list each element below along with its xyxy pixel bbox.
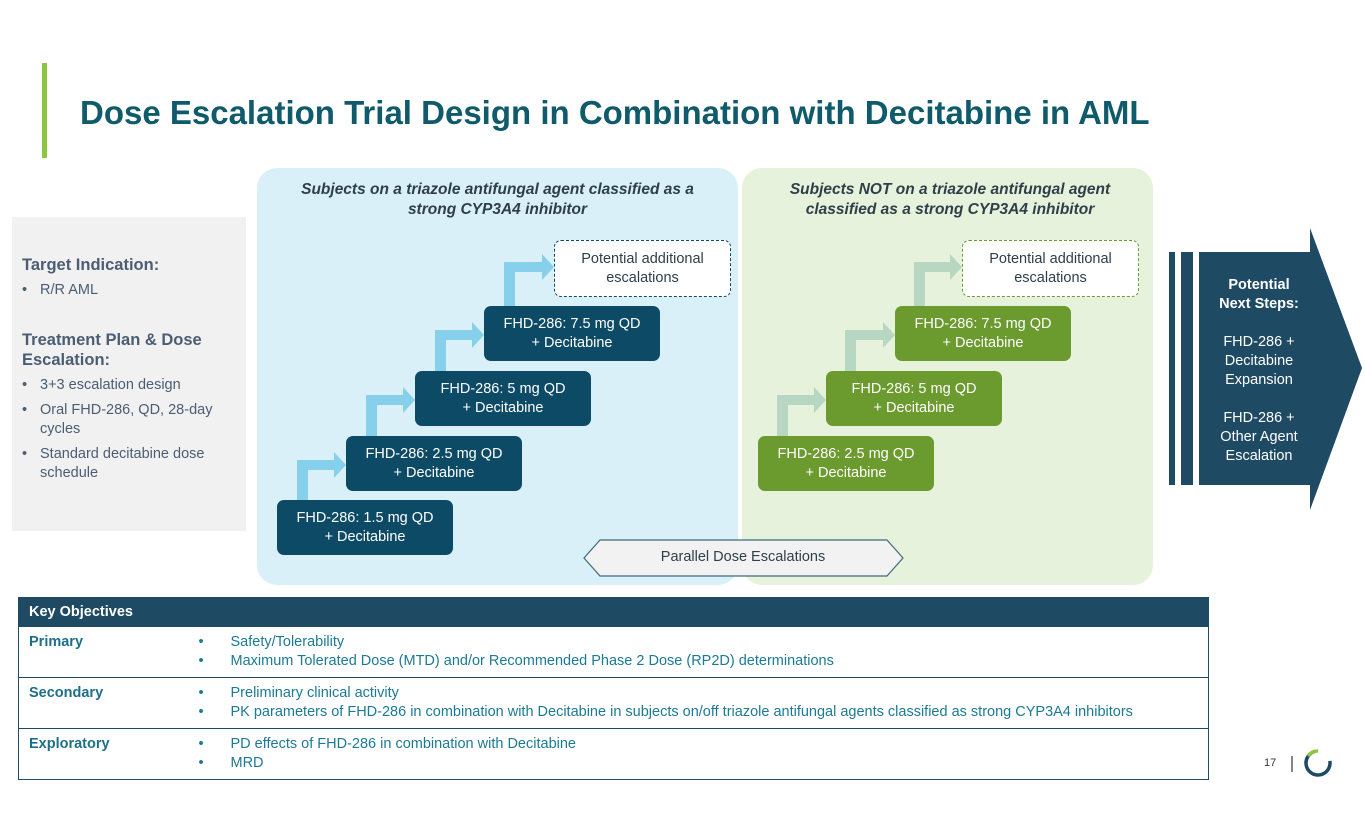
next-steps-heading: Potential xyxy=(1228,277,1290,293)
step-line: escalations xyxy=(1014,269,1087,286)
step-arrow xyxy=(504,254,554,306)
objectives-table: Key Objectives Primary Safety/Tolerabili… xyxy=(18,597,1209,780)
logo-ring xyxy=(1304,749,1332,777)
next-steps-heading: Next Steps: xyxy=(1219,296,1299,312)
step-arrow xyxy=(297,452,346,500)
step-line: FHD-286: 2.5 mg QD xyxy=(777,445,915,462)
step-line: FHD-286: 5 mg QD xyxy=(440,380,566,397)
step-arrow xyxy=(914,254,962,306)
objective-item: Preliminary clinical activity xyxy=(169,684,1199,703)
step-line: escalations xyxy=(606,269,679,286)
left-panel-heading: Subjects on a triazole antifungal agent … xyxy=(301,181,694,218)
objective-item: PD effects of FHD-286 in combination wit… xyxy=(169,735,1199,754)
dose-step-box: FHD-286: 5 mg QD + Decitabine xyxy=(826,371,1002,426)
table-row: Secondary Preliminary clinical activityP… xyxy=(18,677,1209,729)
divider-bar xyxy=(1181,252,1193,485)
objective-item: Maximum Tolerated Dose (MTD) and/or Reco… xyxy=(169,652,1199,671)
step-line: + Decitabine xyxy=(805,464,887,481)
sidebar-panel: Target Indication: R/R AML Treatment Pla… xyxy=(12,217,246,531)
next-step-line: Other Agent xyxy=(1220,429,1298,445)
objective-item: PK parameters of FHD-286 in combination … xyxy=(169,703,1199,722)
row-label: Secondary xyxy=(18,677,159,729)
target-heading: Target Indication: xyxy=(22,256,160,274)
step-line: FHD-286: 5 mg QD xyxy=(851,380,977,397)
dose-step-box: FHD-286: 5 mg QD + Decitabine xyxy=(415,371,591,426)
step-line: + Decitabine xyxy=(324,528,406,545)
target-item: R/R AML xyxy=(22,281,234,300)
plan-heading: Treatment Plan & Dose Escalation: xyxy=(22,331,202,369)
page-number: 17 xyxy=(1264,757,1277,769)
next-step-line: Escalation xyxy=(1225,448,1293,464)
next-step-line: FHD-286 + xyxy=(1223,334,1295,350)
step-line: FHD-286: 2.5 mg QD xyxy=(365,445,503,462)
objective-item: MRD xyxy=(169,754,1199,773)
green-step-arrows xyxy=(777,254,962,436)
step-line: FHD-286: 7.5 mg QD xyxy=(503,315,641,332)
dose-step-box: FHD-286: 2.5 mg QD + Decitabine xyxy=(346,436,522,491)
step-line: + Decitabine xyxy=(873,399,955,416)
dose-step-box: FHD-286: 7.5 mg QD + Decitabine xyxy=(484,306,660,361)
step-line: Potential additional xyxy=(989,250,1112,267)
dose-step-box: FHD-286: 2.5 mg QD + Decitabine xyxy=(758,436,934,491)
step-line: + Decitabine xyxy=(942,334,1024,351)
step-line: + Decitabine xyxy=(462,399,544,416)
next-step-line: Expansion xyxy=(1225,372,1293,388)
step-line: Potential additional xyxy=(581,250,704,267)
row-label: Exploratory xyxy=(18,728,159,780)
logo-arc-accent xyxy=(1306,749,1319,758)
objectives-header: Key Objectives xyxy=(18,597,1209,627)
title-accent-bar xyxy=(42,63,47,158)
next-step-line: Decitabine xyxy=(1224,353,1294,369)
next-step-line: FHD-286 + xyxy=(1223,410,1295,426)
plan-item: Standard decitabine dose schedule xyxy=(22,445,234,483)
plan-item: 3+3 escalation design xyxy=(22,376,234,395)
step-line: + Decitabine xyxy=(531,334,613,351)
divider-bar xyxy=(1169,252,1175,485)
plan-item: Oral FHD-286, QD, 28-day cycles xyxy=(22,401,234,439)
step-arrow xyxy=(845,322,895,371)
step-arrow xyxy=(366,387,415,436)
objective-item: Safety/Tolerability xyxy=(169,633,1199,652)
next-steps-arrow xyxy=(1199,228,1362,510)
additional-escalations-box: Potential additional escalations xyxy=(554,240,731,297)
blue-step-arrows xyxy=(297,254,554,500)
dose-step-box: FHD-286: 7.5 mg QD + Decitabine xyxy=(895,306,1071,361)
table-row: Primary Safety/TolerabilityMaximum Toler… xyxy=(18,626,1209,678)
step-arrow xyxy=(435,322,484,371)
parallel-hexagon xyxy=(583,539,904,577)
step-line: FHD-286: 1.5 mg QD xyxy=(296,509,434,526)
page-title: Dose Escalation Trial Design in Combinat… xyxy=(80,94,1150,131)
right-panel-heading: Subjects NOT on a triazole antifungal ag… xyxy=(789,181,1111,218)
step-arrow xyxy=(777,387,826,436)
step-line: FHD-286: 7.5 mg QD xyxy=(914,315,1052,332)
row-label: Primary xyxy=(18,626,159,678)
next-steps-text: Potential Next Steps: FHD-286 + Decitabi… xyxy=(1199,276,1319,466)
dose-step-box: FHD-286: 1.5 mg QD + Decitabine xyxy=(277,500,453,555)
parallel-dose-label: Parallel Dose Escalations xyxy=(660,549,826,565)
additional-escalations-box: Potential additional escalations xyxy=(962,240,1139,297)
step-line: + Decitabine xyxy=(393,464,475,481)
table-row: Exploratory PD effects of FHD-286 in com… xyxy=(18,728,1209,780)
